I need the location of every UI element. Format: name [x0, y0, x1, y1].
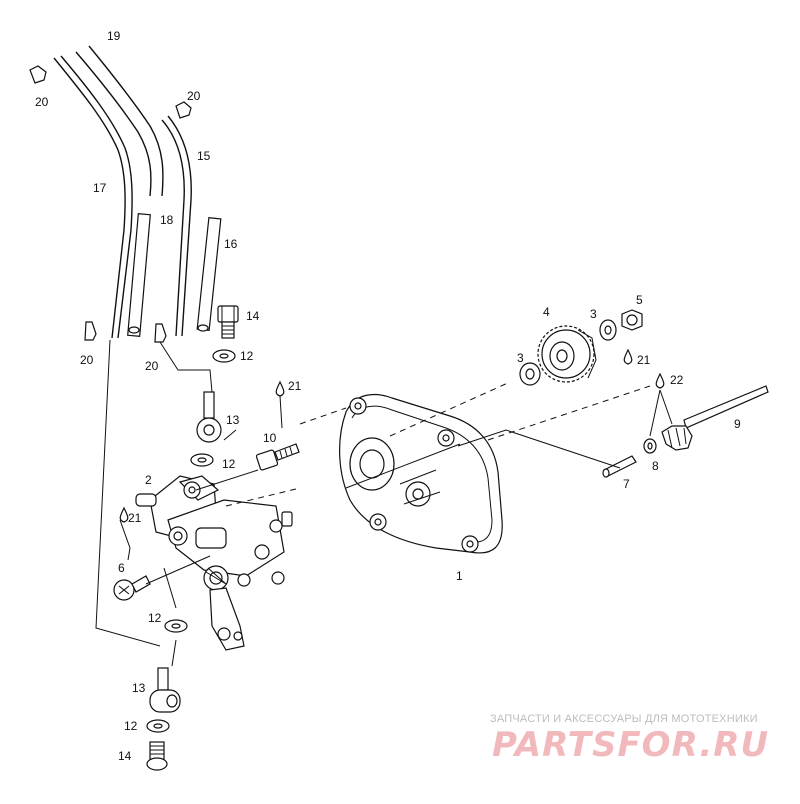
screw-6: [113, 575, 151, 601]
callout-12-upper: 12: [240, 349, 254, 363]
washer-8: [643, 438, 657, 454]
oil-drop-icon: [275, 380, 285, 397]
shaft-9: [661, 385, 769, 451]
callout-18: 18: [160, 213, 174, 227]
callout-6: 6: [118, 561, 125, 575]
callout-12-bottom: 12: [124, 719, 138, 733]
callout-10: 10: [263, 431, 277, 445]
watermark-logo: PARTSFOR.RU: [492, 725, 769, 765]
callout-2: 2: [145, 473, 152, 487]
callout-21-middle: 21: [288, 379, 302, 393]
callout-1: 1: [456, 569, 463, 583]
callout-19: 19: [107, 29, 121, 43]
callout-16: 16: [224, 237, 238, 251]
callout-3-lower: 3: [517, 351, 524, 365]
watermark-tagline: ЗАПЧАСТИ И АКСЕССУАРЫ ДЛЯ МОТОТЕХНИКИ: [490, 713, 758, 725]
oil-drop-icon: [655, 372, 665, 389]
callout-9: 9: [734, 417, 741, 431]
callout-15: 15: [197, 149, 211, 163]
clamp-20-top-right: [175, 101, 192, 119]
callout-7: 7: [623, 477, 630, 491]
callout-13-upper: 13: [226, 413, 240, 427]
gear-4: [537, 325, 597, 383]
oil-drop-icon: [119, 506, 129, 523]
oil-drop-icon: [623, 348, 633, 365]
callout-21-left: 21: [128, 511, 142, 525]
callout-17: 17: [93, 181, 107, 195]
callout-20-bottom-left: 20: [80, 353, 94, 367]
callout-20-top-right: 20: [187, 89, 201, 103]
hose-19: [75, 45, 164, 197]
hose-18: [127, 213, 151, 337]
nut-5: [621, 309, 643, 331]
clamp-20-bottom-mid: [154, 323, 167, 343]
oil-pump-2: [135, 475, 293, 651]
callout-13-lower: 13: [132, 681, 146, 695]
screw-10: [255, 443, 300, 471]
washer-3-lower: [519, 362, 541, 386]
callout-20-top-left: 20: [35, 95, 49, 109]
clamp-20-bottom-left: [84, 321, 97, 341]
banjo-bolt-14-lower: [146, 741, 168, 771]
callout-12-lower: 12: [148, 611, 162, 625]
callout-20-bottom-mid: 20: [145, 359, 159, 373]
hose-15: [161, 115, 192, 337]
crankcase-cover-1: [339, 393, 503, 554]
hose-17: [53, 55, 133, 339]
banjo-bolt-14-upper: [217, 305, 239, 339]
leader-lines: [95, 339, 673, 667]
washer-3-upper: [599, 319, 617, 341]
callout-4: 4: [543, 305, 550, 319]
callout-12-middle: 12: [222, 457, 236, 471]
callout-3-upper: 3: [590, 307, 597, 321]
hose-16: [196, 217, 222, 332]
pin-7: [602, 455, 637, 478]
callout-14-lower: 14: [118, 749, 132, 763]
callout-22: 22: [670, 373, 684, 387]
callout-8: 8: [652, 459, 659, 473]
callout-21-right: 21: [637, 353, 651, 367]
clamp-20-top-left: [29, 65, 47, 84]
callout-14-upper: 14: [246, 309, 260, 323]
banjo-fitting-13-lower: [149, 667, 181, 713]
banjo-fitting-13-upper: [196, 391, 222, 443]
callout-5: 5: [636, 293, 643, 307]
